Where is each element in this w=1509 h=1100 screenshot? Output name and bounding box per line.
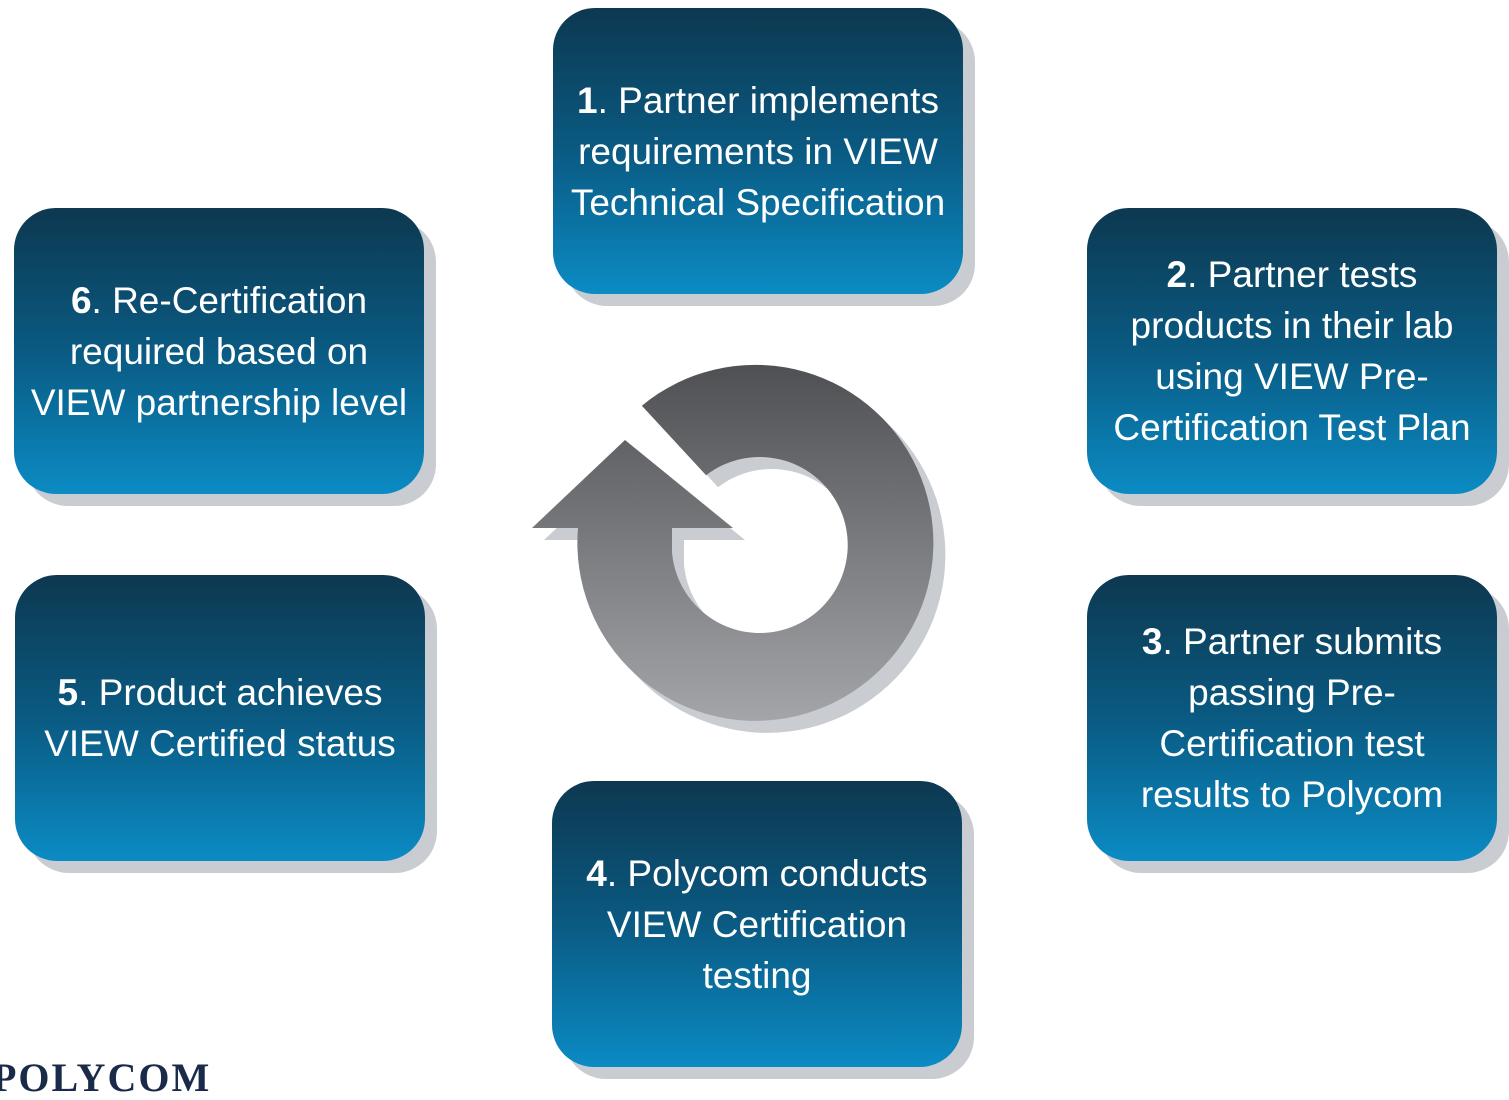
step-1-text: 1. Partner implements requirements in VI… (570, 79, 946, 223)
step-1-box: 1. Partner implements requirements in VI… (553, 8, 963, 294)
step-4-text: 4. Polycom conducts VIEW Certification t… (586, 852, 928, 996)
step-5-box: 5. Product achieves VIEW Certified statu… (15, 575, 425, 861)
step-3-text: 3. Partner submits passing Pre-Certifica… (1140, 621, 1444, 815)
step-2-box: 2. Partner tests products in their lab u… (1087, 208, 1497, 494)
step-3-box: 3. Partner submits passing Pre-Certifica… (1087, 575, 1497, 861)
step-2-text: 2. Partner tests products in their lab u… (1113, 254, 1471, 448)
step-5-text: 5. Product achieves VIEW Certified statu… (44, 672, 396, 764)
polycom-logo: POLYCOM (0, 1055, 212, 1100)
step-6-box: 6. Re-Certification required based on VI… (14, 208, 424, 494)
step-4-box: 4. Polycom conducts VIEW Certification t… (552, 781, 962, 1067)
cycle-arrow-icon (532, 364, 946, 733)
step-6-text: 6. Re-Certification required based on VI… (30, 279, 408, 423)
